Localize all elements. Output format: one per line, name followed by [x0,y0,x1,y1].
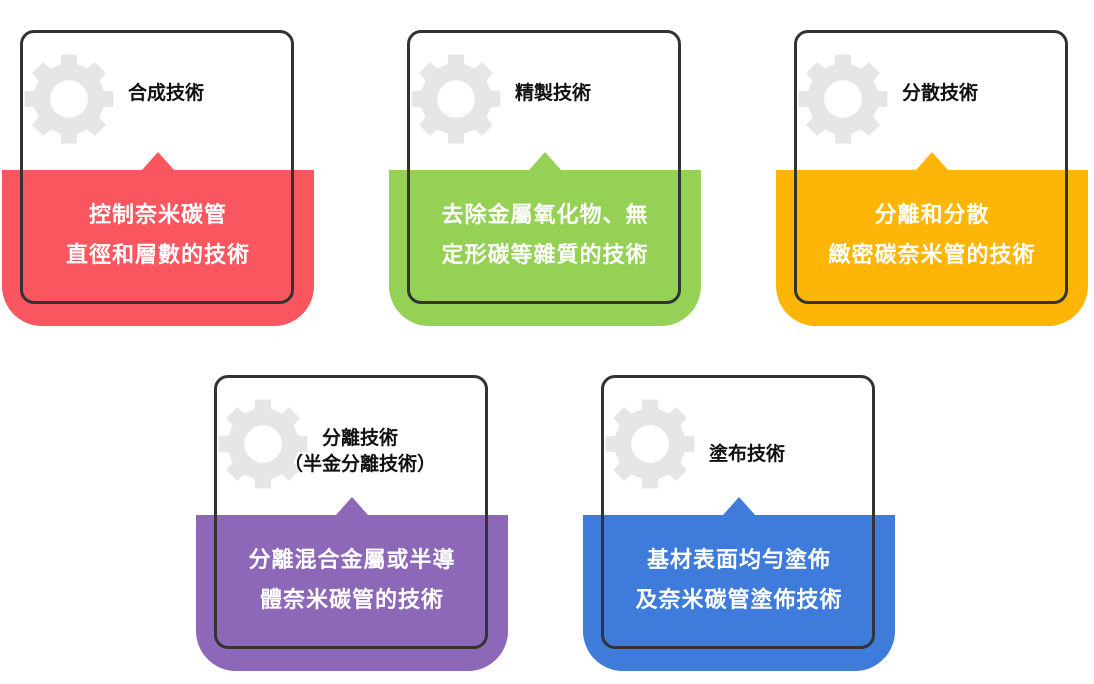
card-color-block [2,170,314,326]
card-pointer [723,497,755,515]
gear-icon [218,399,308,489]
gear-icon [24,54,114,144]
card-description-line: 及奈米碳管塗佈技術 [635,588,843,613]
card-description-line: 基材表面均勻塗佈 [646,548,831,573]
card-description-line: 體奈米碳管的技術 [259,588,444,613]
card-description-line: 緻密碳奈米管的技術 [828,243,1036,268]
card-coating: 塗布技術 基材表面均勻塗佈 及奈米碳管塗佈技術 [583,375,895,675]
card-purification: 精製技術 去除金屬氧化物、無 定形碳等雜質的技術 [389,30,701,330]
card-color-block [776,170,1088,326]
card-title: 精製技術 [514,82,591,104]
card-description: 基材表面均勻塗佈 及奈米碳管塗佈技術 [583,541,895,621]
card-pointer [142,152,174,170]
card-pointer [529,152,561,170]
card-description-line: 分離混合金屬或半導 [248,548,456,573]
card-frame [407,30,681,304]
card-frame [214,375,488,649]
card-pointer [336,497,368,515]
card-frame [794,30,1068,304]
card-separation: 分離技術 （半金分離技術） 分離混合金屬或半導 體奈米碳管的技術 [196,375,508,675]
card-description-line: 直徑和層數的技術 [65,243,250,268]
card-title: 分散技術 [901,82,978,104]
gear-icon [605,399,695,489]
card-description-line: 分離和分散 [874,203,990,228]
card-frame [20,30,294,304]
card-pointer [916,152,948,170]
card-description: 控制奈米碳管 直徑和層數的技術 [2,196,314,276]
card-description-line: 定形碳等雜質的技術 [441,243,649,268]
gear-icon [411,54,501,144]
card-description: 分離和分散 緻密碳奈米管的技術 [776,196,1088,276]
card-frame [601,375,875,649]
card-description: 去除金屬氧化物、無 定形碳等雜質的技術 [389,196,701,276]
gear-icon [798,54,888,144]
card-dispersion: 分散技術 分離和分散 緻密碳奈米管的技術 [776,30,1088,330]
card-color-block [196,515,508,671]
card-synthesis: 合成技術 控制奈米碳管 直徑和層數的技術 [2,30,314,330]
card-color-block [389,170,701,326]
card-description: 分離混合金屬或半導 體奈米碳管的技術 [196,541,508,621]
card-description-line: 控制奈米碳管 [88,203,227,228]
card-title: 合成技術 [127,82,204,104]
card-description-line: 去除金屬氧化物、無 [441,203,649,228]
card-title: 塗布技術 [708,443,785,465]
card-title: 分離技術 （半金分離技術） [283,427,436,475]
card-color-block [583,515,895,671]
